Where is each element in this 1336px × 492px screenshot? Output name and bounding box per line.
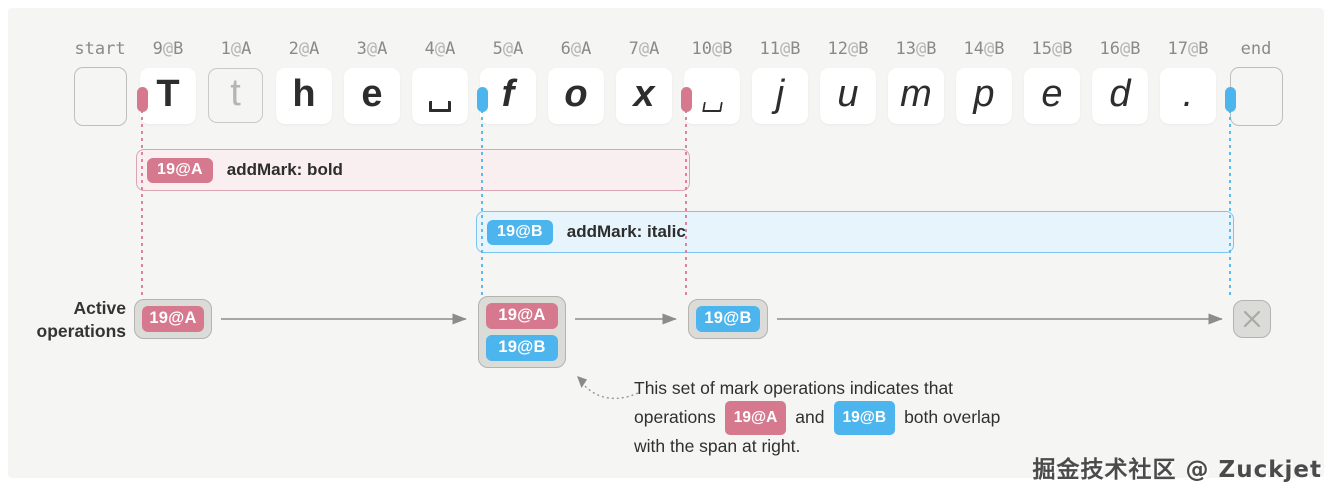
cell-id-label: 12@B [827, 39, 869, 59]
span-boundary-line-blue [481, 110, 483, 299]
char-cell [684, 68, 740, 124]
op-id-badge: 19@A [142, 306, 204, 332]
cell-id-label: end [1240, 39, 1272, 59]
at-sign: @ [1187, 39, 1199, 59]
cell-id-label: 17@B [1167, 39, 1209, 59]
close-icon [1243, 310, 1261, 328]
op-id-badge: 19@A [147, 157, 213, 183]
op-id-badge: 19@B [696, 306, 760, 332]
annotation-text: This set of mark operations indicates th… [634, 374, 1000, 461]
tombstone-cell: t [208, 68, 263, 123]
cell-id-label: 4@A [424, 39, 456, 59]
op-bar-19@B: 19@B addMark: italic [476, 211, 1234, 253]
at-sign: @ [298, 39, 310, 59]
annotation-line2-mid: and [795, 407, 825, 427]
watermark: 掘金技术社区 @ Zuckjet [1032, 457, 1322, 483]
cell-id-label: 16@B [1099, 39, 1141, 59]
op-id-badge: 19@B [486, 335, 558, 361]
at-sign: @ [711, 39, 723, 59]
endpoint-cell-end [1230, 67, 1283, 126]
char-cell [412, 68, 468, 124]
at-sign: @ [366, 39, 378, 59]
active-operations-node: 19@A [134, 299, 212, 339]
span-marker-pink [680, 87, 692, 112]
cell-id-label: 5@A [492, 39, 524, 59]
cell-id-label: 15@B [1031, 39, 1073, 59]
cell-id-label: 7@A [628, 39, 660, 59]
space-glyph [701, 102, 723, 112]
span-marker-blue [476, 87, 488, 112]
active-operations-node: 19@A 19@B [478, 296, 566, 368]
char-cell: d [1092, 68, 1148, 124]
space-glyph [429, 101, 451, 112]
char-cell: m [888, 68, 944, 124]
op-id-badge-19B: 19@B [833, 400, 896, 435]
annotation-pointer-arrowhead [577, 376, 587, 388]
op-id-badge-19A: 19@A [724, 400, 787, 435]
no-active-operations-node [1233, 300, 1271, 338]
endpoint-cell-start [74, 67, 127, 126]
char-cell: o [548, 68, 604, 124]
cell-id-label: 13@B [895, 39, 937, 59]
cell-id-label: 2@A [288, 39, 320, 59]
annotation-line2-pre: operations [634, 407, 716, 427]
span-boundary-line-blue [1229, 110, 1231, 299]
at-sign: @ [638, 39, 650, 59]
op-bar-19@A: 19@A addMark: bold [136, 149, 690, 191]
annotation-pointer-line [583, 384, 639, 400]
cell-id-label: start [74, 39, 126, 59]
annotation-line-3: with the span at right. [634, 436, 801, 456]
at-sign: @ [502, 39, 514, 59]
active-operations-label: Active operations [36, 298, 126, 341]
char-cell: p [956, 68, 1012, 124]
char-cell: T [140, 68, 196, 124]
at-sign: @ [847, 39, 859, 59]
op-id-badge: 19@B [487, 219, 553, 245]
at-sign: @ [779, 39, 791, 59]
at-sign: @ [1051, 39, 1063, 59]
span-marker-blue [1224, 87, 1236, 112]
cell-id-label: 3@A [356, 39, 388, 59]
char-cell: j [752, 68, 808, 124]
at-sign: @ [915, 39, 927, 59]
span-marker-pink [136, 87, 148, 112]
at-sign: @ [983, 39, 995, 59]
op-name-label: addMark: bold [226, 160, 343, 179]
cell-id-label: 10@B [691, 39, 733, 59]
at-sign: @ [434, 39, 446, 59]
span-boundary-line-pink [685, 110, 687, 299]
span-boundary-line-pink [141, 110, 143, 299]
active-operations-node: 19@B [688, 299, 768, 339]
cell-id-label: 11@B [759, 39, 801, 59]
op-id-badge: 19@A [486, 303, 558, 329]
char-cell: . [1160, 68, 1216, 124]
annotation-line-1: This set of mark operations indicates th… [634, 378, 954, 398]
cell-id-label: 1@A [220, 39, 252, 59]
at-sign: @ [230, 39, 242, 59]
annotation-line2-post: both overlap [904, 407, 1001, 427]
char-cell: h [276, 68, 332, 124]
at-sign: @ [570, 39, 582, 59]
at-sign: @ [162, 39, 174, 59]
at-sign: @ [1119, 39, 1131, 59]
cell-id-label: 14@B [963, 39, 1005, 59]
op-name-label: addMark: italic [566, 222, 686, 241]
char-cell: x [616, 68, 672, 124]
char-cell: f [480, 68, 536, 124]
char-cell: e [1024, 68, 1080, 124]
cell-id-label: 6@A [560, 39, 592, 59]
cell-id-label: 9@B [152, 39, 184, 59]
annotation-line-2: operations 19@A and 19@B both overlap [634, 400, 1001, 435]
char-cell: e [344, 68, 400, 124]
char-cell: u [820, 68, 876, 124]
